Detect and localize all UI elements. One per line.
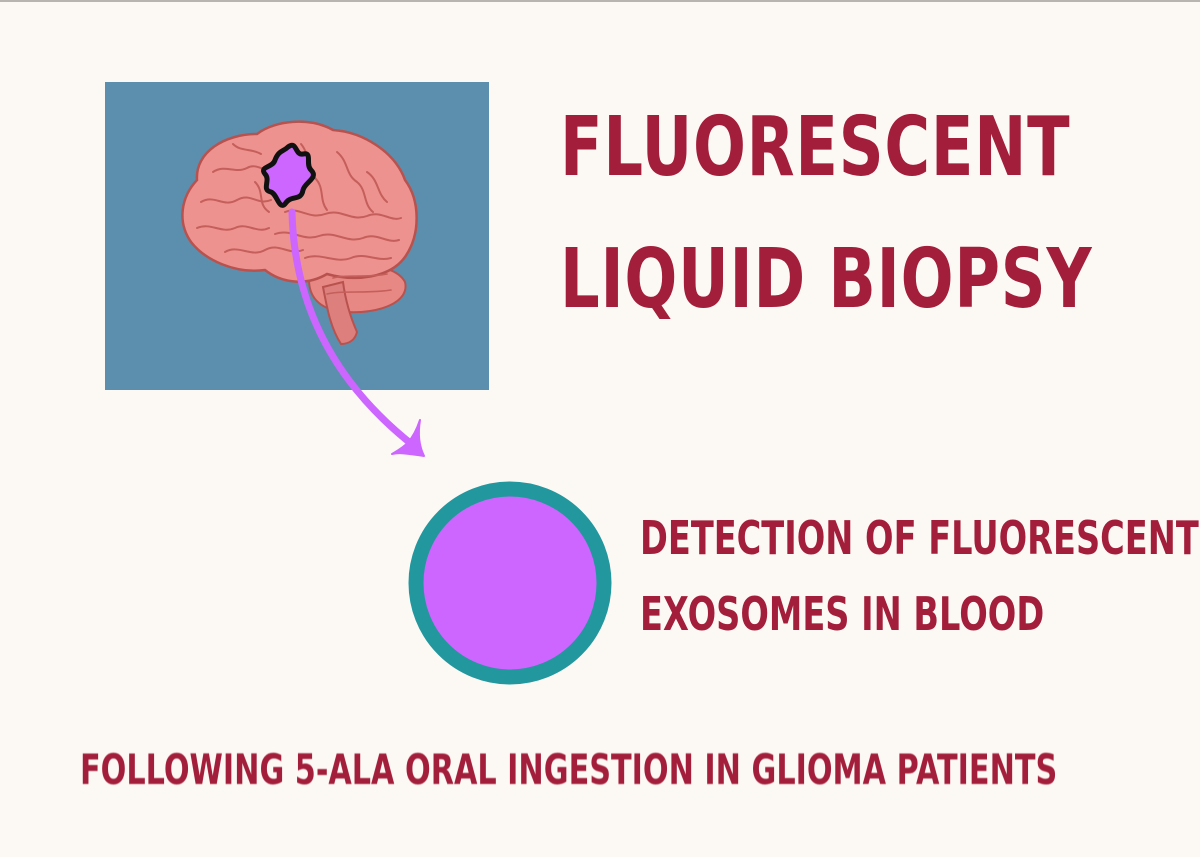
detection-text: DETECTION OF FLUORESCENT EXOSOMES IN BLO… xyxy=(640,500,1199,652)
brain-illustration xyxy=(181,120,418,346)
page-title: FLUORESCENT LIQUID BIOPSY xyxy=(560,82,1093,346)
detection-line-1: DETECTION OF FLUORESCENT xyxy=(640,511,1199,565)
detection-line-2: EXOSOMES IN BLOOD xyxy=(640,587,1045,641)
title-line-2: LIQUID BIOPSY xyxy=(560,232,1093,327)
title-line-1: FLUORESCENT xyxy=(560,100,1071,195)
subtitle-text: FOLLOWING 5-ALA ORAL INGESTION IN GLIOMA… xyxy=(80,745,1058,794)
top-border xyxy=(0,0,1200,2)
brain-illustration-panel xyxy=(105,82,489,390)
fluorescent-exosome-icon xyxy=(408,481,612,685)
tumor-icon xyxy=(261,142,316,208)
